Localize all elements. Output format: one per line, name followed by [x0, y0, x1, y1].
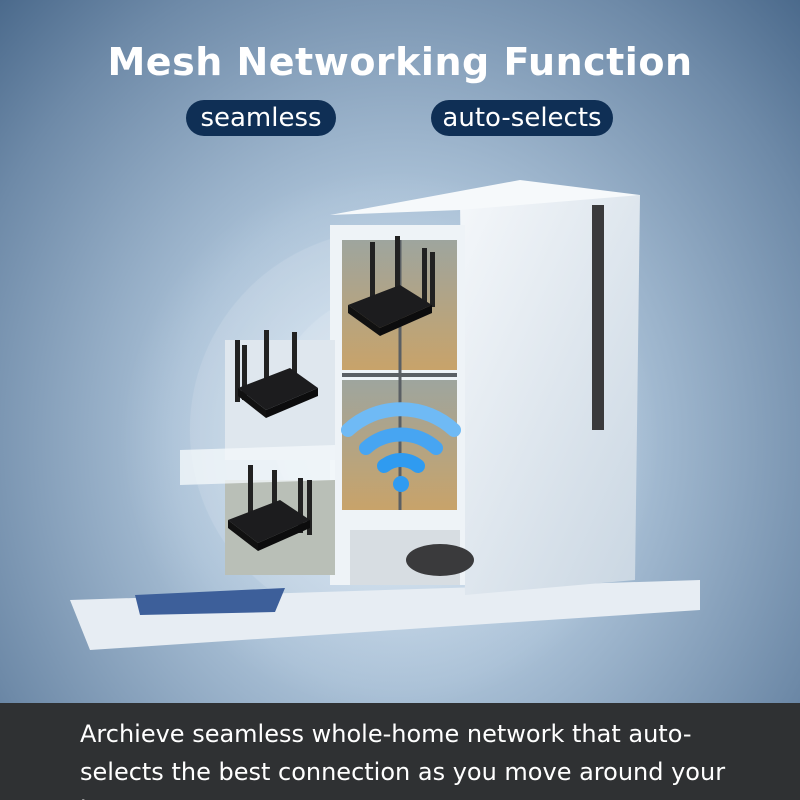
router-bottom [228, 465, 312, 551]
caption-text: Archieve seamless whole-home network tha… [80, 720, 726, 800]
tag-seamless: seamless [186, 100, 336, 136]
router-top [348, 236, 435, 336]
building-right-wall [460, 195, 640, 595]
car [406, 544, 474, 576]
tag-auto-selects: auto-selects [431, 100, 613, 136]
router-left [235, 330, 318, 418]
building-top [330, 180, 640, 215]
caption-bar: Archieve seamless whole-home network tha… [0, 703, 800, 800]
dark-pillar [592, 205, 604, 430]
pool [135, 588, 285, 615]
page-title: Mesh Networking Function [107, 40, 693, 84]
wifi-icon [341, 402, 461, 492]
balcony [180, 445, 335, 485]
